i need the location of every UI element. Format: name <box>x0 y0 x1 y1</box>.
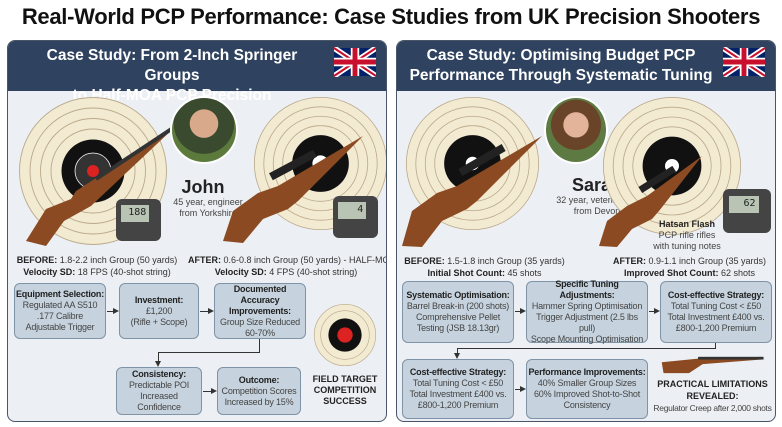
uk-flag-icon <box>723 47 765 77</box>
flow-arrow <box>154 352 162 367</box>
flow-arrow <box>453 348 461 359</box>
sarah-portrait <box>544 96 608 164</box>
chronograph-after: 4 <box>333 196 378 238</box>
flow-arrow <box>649 307 660 315</box>
flow-box-cost-strategy-2: Cost-effective Strategy:Total Tuning Cos… <box>402 359 514 419</box>
heading-line: to Half-MOA PCP Precision <box>72 87 272 104</box>
field-target-icon <box>313 303 377 367</box>
budget-rifle-icon <box>402 136 542 247</box>
flow-connector <box>715 343 717 349</box>
springer-rifle-icon <box>26 124 178 246</box>
heading-line: Performance Through Systematic Tuning <box>409 67 713 84</box>
chronograph-after: 62 <box>723 189 771 233</box>
flow-connector <box>259 339 261 353</box>
rifle-icon <box>661 356 764 374</box>
page-title: Real-World PCP Performance: Case Studies… <box>21 4 761 29</box>
flow-box-cost-strategy: Cost-effective Strategy:Total Tuning Cos… <box>660 281 772 343</box>
flow-arrow <box>200 307 214 315</box>
uk-flag-icon <box>334 47 376 77</box>
flow-box-equipment: Equipment Selection:Regulated AA S510.17… <box>14 283 106 339</box>
after-stats: AFTER: 0.9-1.1 inch Group (35 yards) Imp… <box>612 256 767 278</box>
john-portrait <box>170 96 238 164</box>
flow-box-investment: Investment:£1,200(Rifle + Scope) <box>119 283 199 339</box>
case-study-sarah: Case Study: Optimising Budget PCP Perfor… <box>396 40 776 422</box>
target-after-icon <box>602 96 742 236</box>
flow-arrow <box>515 307 526 315</box>
flow-connector <box>457 348 716 350</box>
before-stats: BEFORE: 1.8-2.2 inch Group (50 yards) Ve… <box>16 255 178 277</box>
flow-arrow <box>107 307 119 315</box>
heading-line: Case Study: Optimising Budget PCP <box>426 47 696 64</box>
heading-line: Case Study: From 2-Inch Springer Groups <box>46 47 298 84</box>
after-stats: AFTER: 0.6-0.8 inch Group (50 yards) - H… <box>188 255 387 277</box>
hatsan-rifle-icon <box>599 156 702 247</box>
chronograph-before: 188 <box>116 199 161 241</box>
pcp-rifle-icon <box>223 136 363 243</box>
flow-arrow <box>515 385 526 393</box>
before-stats: BEFORE: 1.5-1.8 inch Group (35 yards) In… <box>404 256 565 278</box>
flow-box-accuracy: Documented Accuracy Improvements:Group S… <box>214 283 306 339</box>
person-name: John <box>181 177 225 197</box>
flow-connector <box>158 352 260 354</box>
flow-box-tuning: Specific Tuning Adjustments:Hammer Sprin… <box>526 279 648 344</box>
flow-box-systematic: Systematic Optimisation:Barrel Break-in … <box>402 281 514 343</box>
flow-box-performance: Performance Improvements:40% Smaller Gro… <box>526 359 648 419</box>
flow-arrow <box>203 387 217 395</box>
case-study-john: Case Study: From 2-Inch Springer Groups … <box>7 40 387 422</box>
panel-header: Case Study: Optimising Budget PCP Perfor… <box>397 41 775 91</box>
panel-header: Case Study: From 2-Inch Springer Groups … <box>8 41 386 104</box>
